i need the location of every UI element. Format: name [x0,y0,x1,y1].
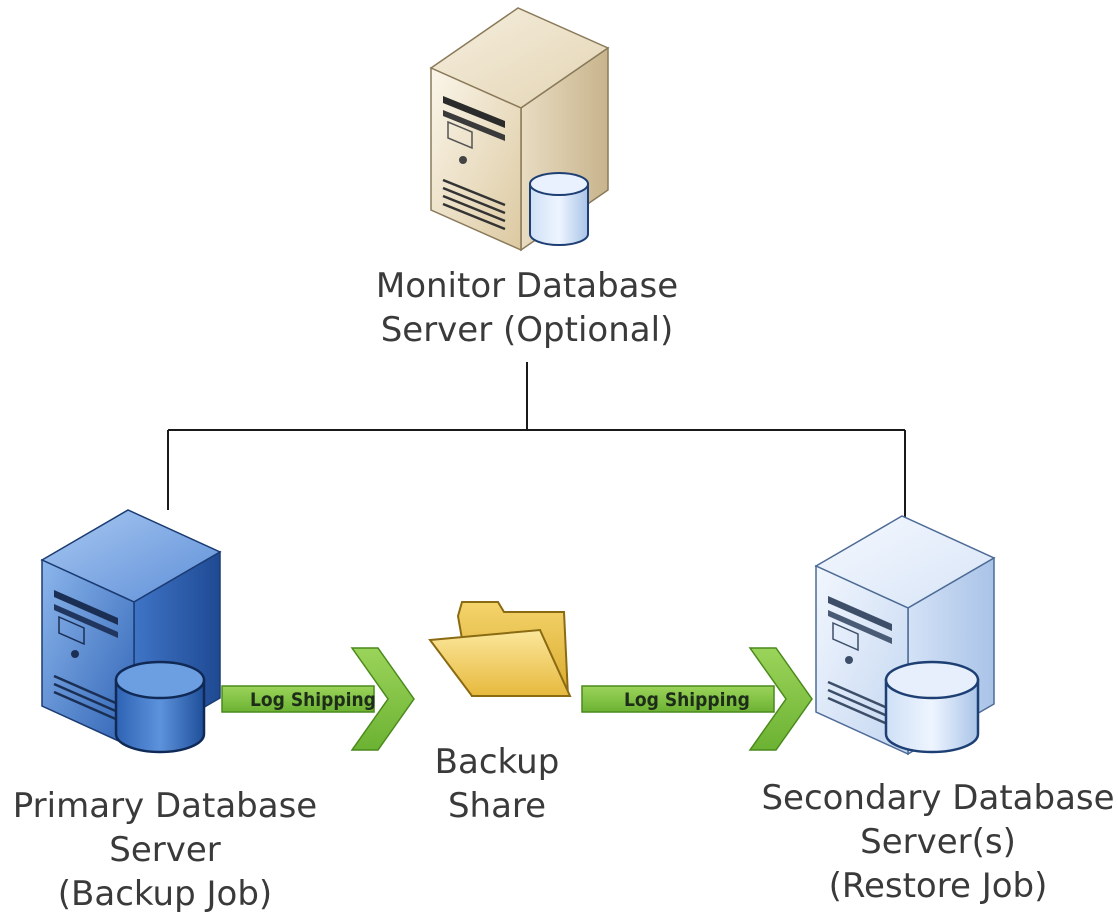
monitor-server-icon [429,7,610,252]
backup-share-label: Backup Share [397,740,597,828]
monitor-database-icon [529,172,589,246]
secondary-database-icon [884,660,980,754]
log-shipping-label-right: Log Shipping [624,689,750,711]
log-shipping-arrow-right: Log Shipping [581,647,813,751]
monitor-label-line1: Monitor Database [375,266,679,306]
primary-database-icon [114,660,206,754]
secondary-label-line3: (Restore Job) [828,866,1048,906]
secondary-label-line1: Secondary Database [761,778,1115,818]
secondary-server-label: Secondary Database Server(s) (Restore Jo… [758,776,1118,908]
primary-label-line2: Server [109,830,221,870]
share-label-line2: Share [447,786,547,826]
secondary-server-icon [814,515,996,756]
primary-label-line3: (Backup Job) [57,874,273,914]
folder-icon [428,601,572,697]
monitor-server-label: Monitor Database Server (Optional) [327,264,727,352]
monitor-label-line2: Server (Optional) [380,310,674,350]
primary-label-line1: Primary Database [12,786,318,826]
primary-server-label: Primary Database Server (Backup Job) [0,784,330,916]
secondary-label-line2: Server(s) [860,822,1016,862]
log-shipping-label-left: Log Shipping [250,689,376,711]
log-shipping-arrow-left: Log Shipping [221,647,415,751]
share-label-line1: Backup [434,742,560,782]
primary-server-icon [40,509,222,754]
connector-lines [167,362,906,522]
